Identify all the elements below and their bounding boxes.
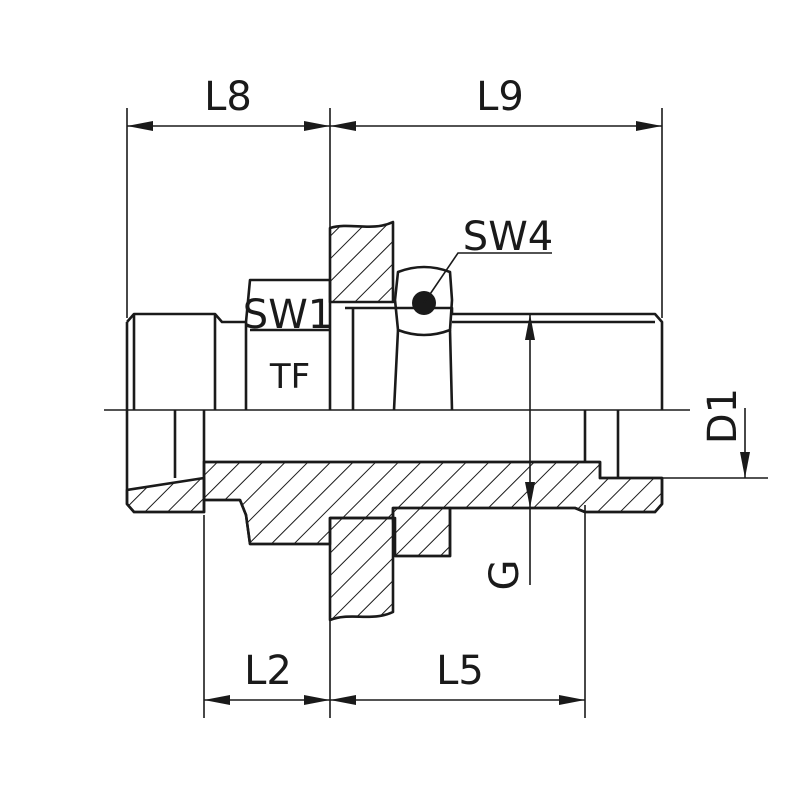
dimension-lines — [104, 108, 768, 718]
nut-section-hatch — [391, 506, 452, 558]
label-sw1: SW1 — [243, 292, 333, 338]
sw4-nut-body — [392, 329, 454, 411]
label-tf: TF — [269, 357, 310, 397]
l5-arrow-right — [559, 695, 585, 705]
label-sw4: SW4 — [463, 214, 553, 260]
l8-arrow-left — [127, 121, 153, 131]
label-l8: L8 — [204, 74, 252, 120]
bulkhead-wall-upper — [328, 220, 395, 304]
label-d1: D1 — [700, 388, 746, 444]
d1-arrow — [740, 452, 750, 478]
left-thread-section-hatch — [125, 476, 206, 514]
g-arrow-top — [525, 314, 535, 340]
label-l5: L5 — [436, 648, 484, 694]
bulkhead-wall — [328, 220, 395, 622]
fitting-body — [125, 252, 664, 558]
label-g: G — [482, 560, 528, 591]
l2-arrow-right — [304, 695, 330, 705]
bulkhead-wall-lower — [328, 516, 395, 622]
l9-arrow-right — [636, 121, 662, 131]
label-l2: L2 — [244, 648, 292, 694]
l8-arrow-right — [304, 121, 330, 131]
l2-arrow-left — [204, 695, 230, 705]
labels: L8 L9 SW4 SW1 TF D1 G L2 L5 — [204, 74, 746, 694]
sw4-leader-line — [423, 252, 552, 304]
l5-arrow-left — [330, 695, 356, 705]
label-l9: L9 — [476, 74, 524, 120]
l9-arrow-left — [330, 121, 356, 131]
